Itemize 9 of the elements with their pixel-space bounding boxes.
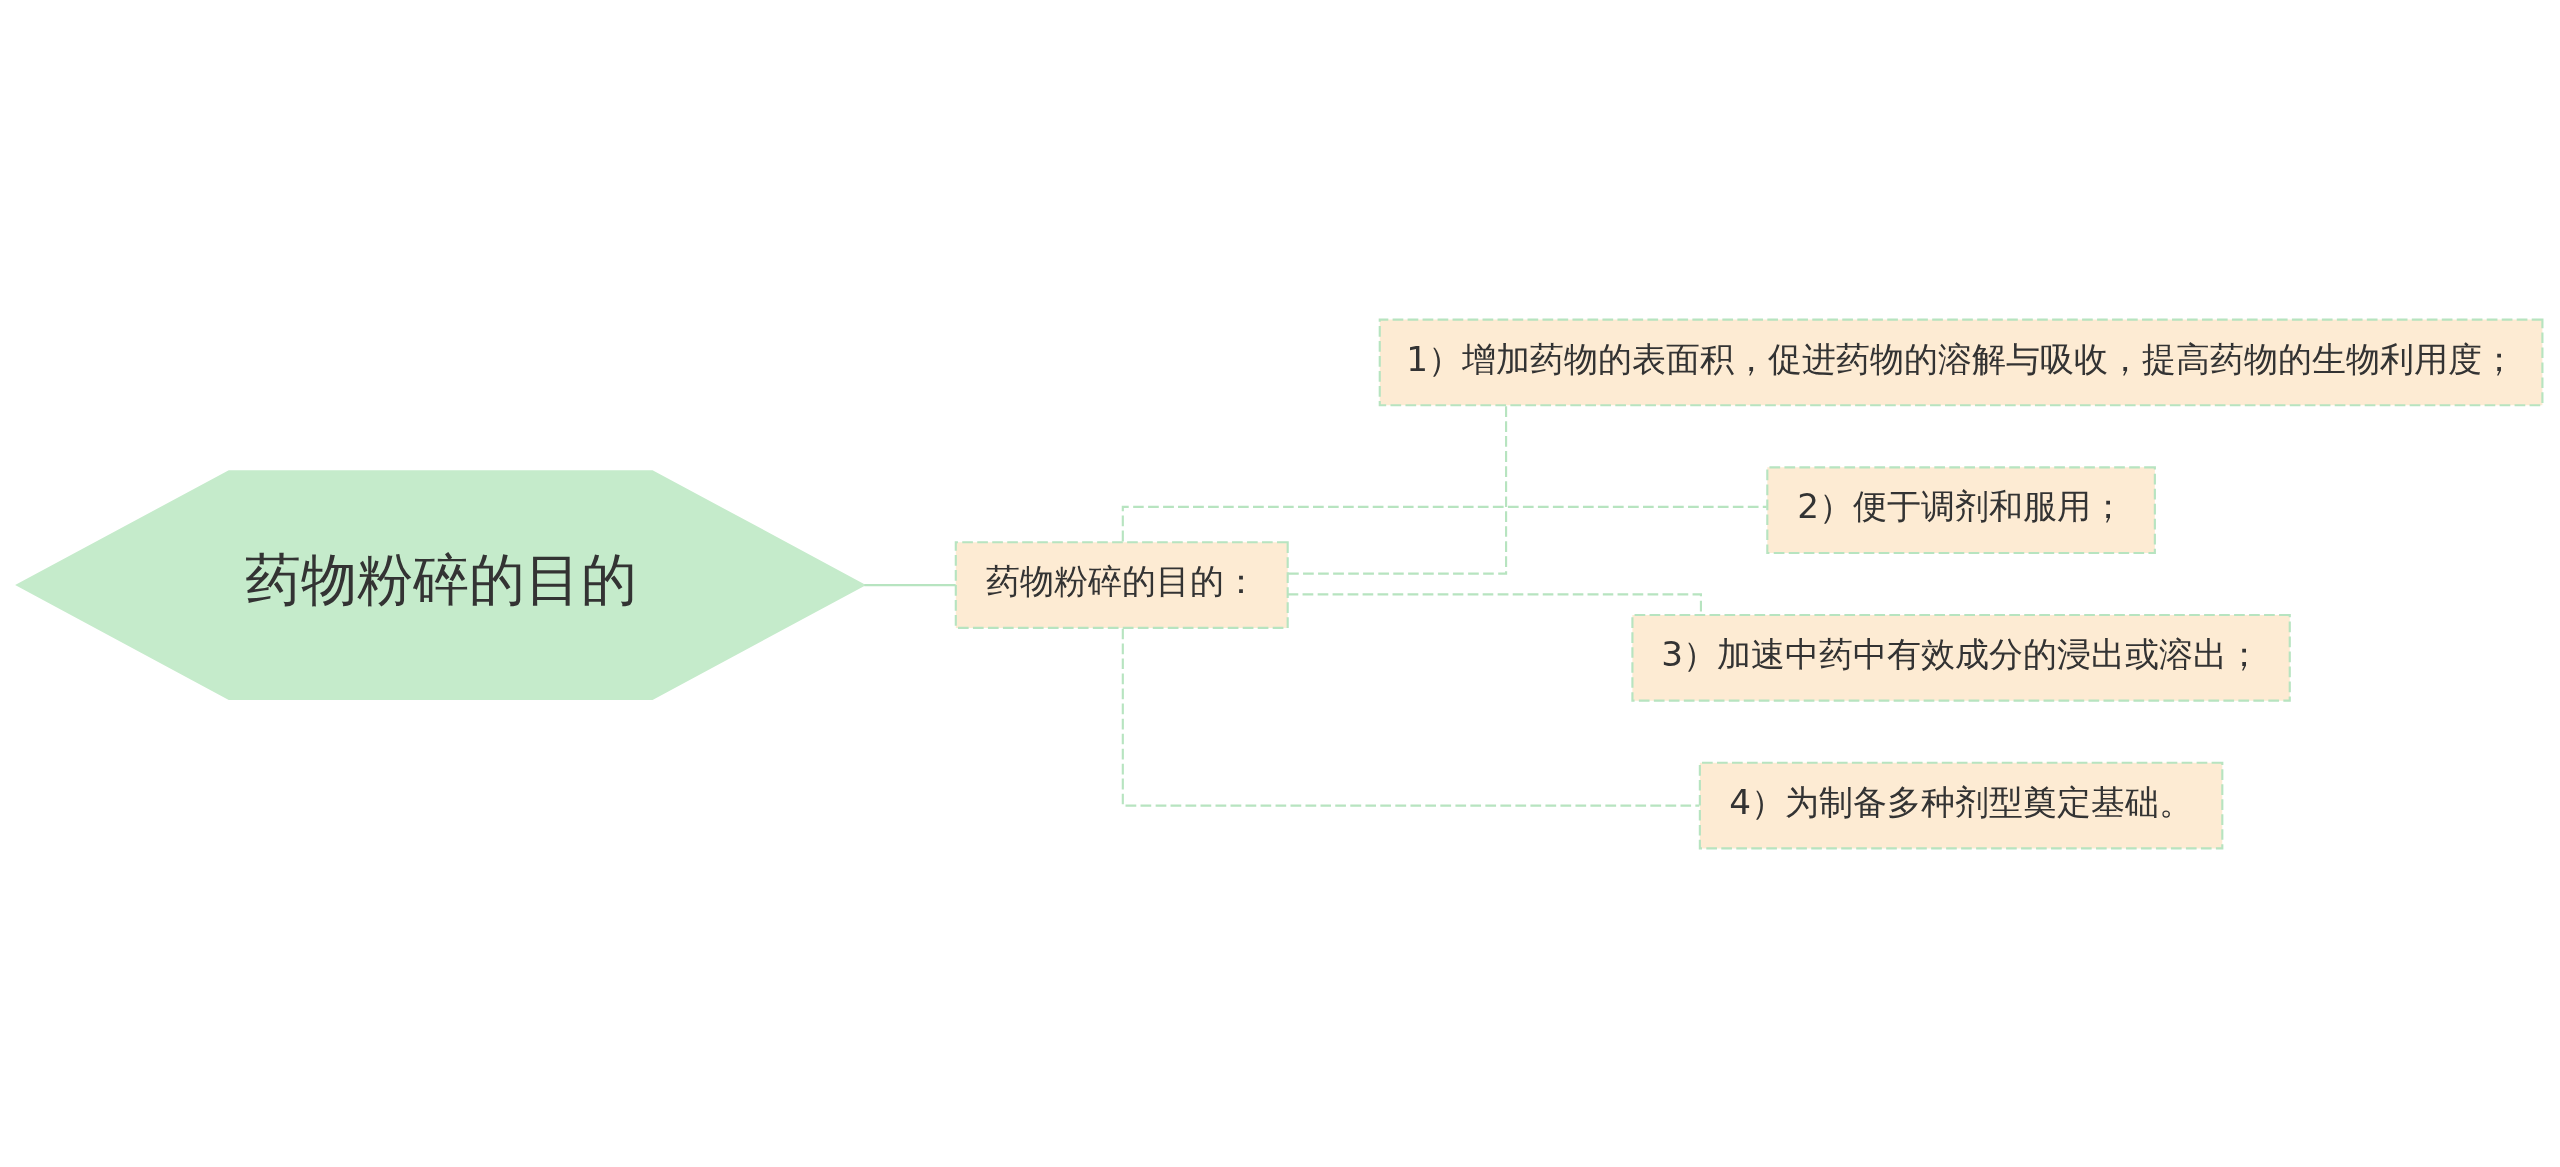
node-box: 1）增加药物的表面积，促进药物的溶解与吸收，提高药物的生物利用度； (1378, 318, 2544, 406)
node-box: 2）便于调剂和服用； (1766, 465, 2156, 554)
node-box: 药物粉碎的目的： (954, 540, 1289, 629)
connector (864, 583, 956, 586)
connector (1121, 628, 1700, 807)
node-box: 3）加速中药中有效成分的浸出或溶出； (1631, 613, 2291, 702)
connector (1287, 592, 1702, 614)
node-box: 4）为制备多种剂型奠定基础。 (1698, 761, 2224, 849)
connector (1288, 405, 1508, 575)
